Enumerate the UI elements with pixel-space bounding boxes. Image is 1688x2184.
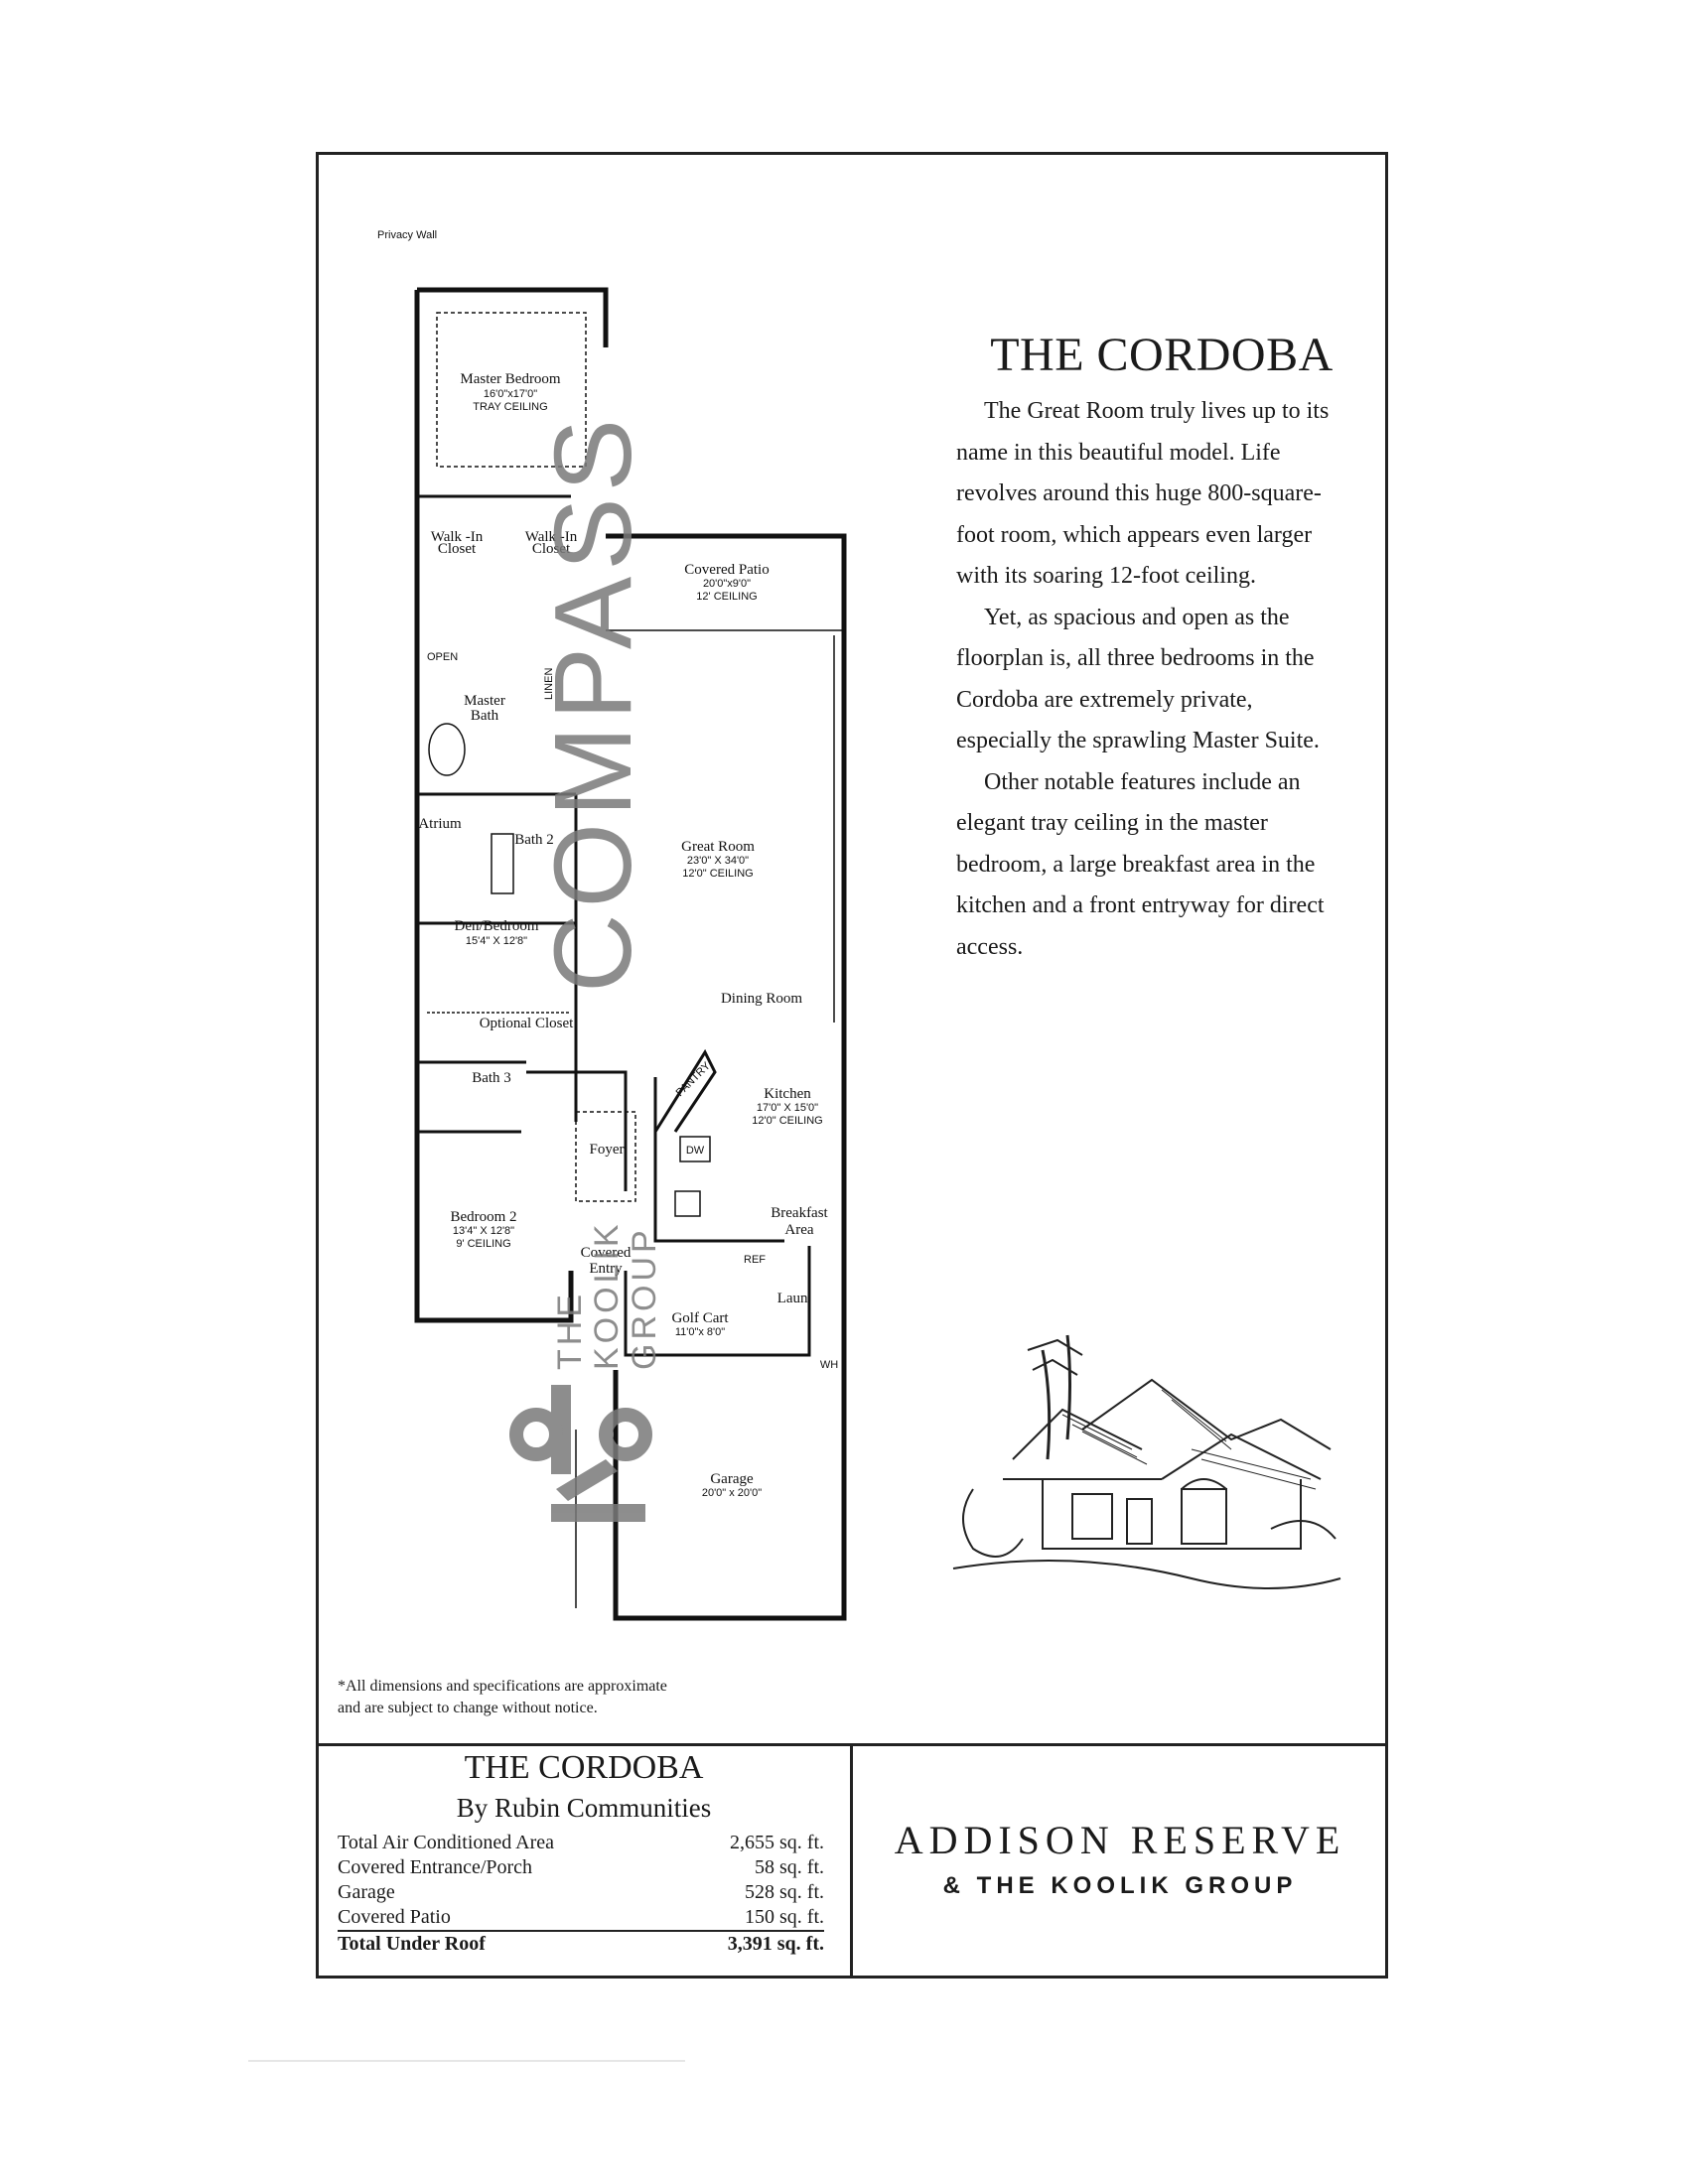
kitchen-label: Kitchen [764, 1086, 811, 1102]
covered-patio-dims: 20'0"x9'0" [703, 578, 751, 590]
spec-builder: By Rubin Communities [456, 1793, 712, 1823]
bedroom-2-label: Bedroom 2 [450, 1209, 516, 1225]
bath-3-label: Bath 3 [472, 1070, 511, 1086]
spec-label: Garage [338, 1881, 395, 1903]
great-room-dims: 23'0" X 34'0" [687, 855, 749, 867]
refrigerator-label: REF [744, 1254, 766, 1266]
spec-row: Covered Patio 150 sq. ft. [338, 1905, 824, 1931]
master-bedroom-dims: 16'0"x17'0" [484, 388, 537, 400]
floorplan-drawing: Privacy Wall Master Bedroom 16'0"x17'0" … [377, 229, 847, 1621]
band-divider [850, 1746, 853, 1979]
koolik-logo-mark [509, 1385, 652, 1522]
optional-closet-label: Optional Closet [480, 1016, 574, 1031]
house-elevation-sketch [952, 1334, 1341, 1589]
brand-subtitle: & THE KOOLIK GROUP [942, 1872, 1298, 1899]
spec-label: Covered Patio [338, 1906, 451, 1928]
walk-in-closet-left-label: Walk -In [431, 529, 484, 545]
foyer-label: Foyer [590, 1142, 625, 1158]
spec-value: 2,655 sq. ft. [730, 1832, 824, 1853]
spec-total-label: Total Under Roof [338, 1930, 674, 1957]
water-heater-label: WH [820, 1359, 838, 1371]
open-label: OPEN [427, 651, 458, 663]
spec-title: THE CORDOBA [464, 1749, 704, 1786]
pantry-label: PANTRY [674, 1059, 714, 1099]
den-bedroom-dims: 15'4" X 12'8" [466, 935, 527, 947]
spec-row: Garage 528 sq. ft. [338, 1880, 824, 1905]
walk-in-closet-right-sub: Closet [532, 541, 571, 557]
master-bedroom-ceiling: TRAY CEILING [473, 401, 547, 413]
garage-dims: 20'0" x 20'0" [702, 1487, 762, 1499]
breakfast-area-label: Breakfast [771, 1205, 828, 1221]
garage-label: Garage [710, 1471, 754, 1487]
master-bath-label: Master [464, 693, 505, 709]
den-bedroom-label: Den/Bedroom [455, 918, 539, 934]
kitchen-ceiling: 12'0" CEILING [752, 1115, 822, 1127]
spec-value: 58 sq. ft. [755, 1856, 824, 1878]
covered-patio-ceiling: 12' CEILING [696, 591, 757, 603]
spec-band [316, 1743, 1388, 1979]
spec-label: Covered Entrance/Porch [338, 1856, 533, 1878]
golf-cart-label: Golf Cart [671, 1310, 729, 1326]
golf-cart-dims: 11'0"x 8'0" [675, 1326, 725, 1338]
bath-2-label: Bath 2 [514, 832, 554, 848]
covered-entry-label: Covered [581, 1245, 632, 1261]
privacy-wall-label: Privacy Wall [377, 229, 437, 241]
koolik-watermark-line-3: GROUP [626, 1226, 663, 1370]
great-room-label: Great Room [681, 839, 755, 855]
description-paragraph: Other notable features include an elegan… [956, 768, 1325, 960]
covered-patio-label: Covered Patio [684, 562, 769, 578]
spec-row: Covered Entrance/Porch 58 sq. ft. [338, 1855, 824, 1880]
spec-total-row: Total Under Roof 3,391 sq. ft. [338, 1930, 824, 1957]
spec-label: Total Air Conditioned Area [338, 1832, 555, 1853]
spec-row: Total Air Conditioned Area 2,655 sq. ft. [338, 1831, 824, 1855]
great-room-ceiling: 12'0" CEILING [682, 868, 753, 880]
spec-table: Total Air Conditioned Area 2,655 sq. ft.… [338, 1831, 824, 1957]
brand-name: ADDISON RESERVE [894, 1818, 1346, 1862]
master-bedroom-label: Master Bedroom [460, 371, 561, 387]
laundry-label: Laun. [777, 1291, 812, 1306]
master-bath-sub: Bath [471, 708, 499, 724]
koolik-watermark-line-2: KOOLIK [588, 1220, 626, 1370]
bedroom-2-dims: 13'4" X 12'8" [453, 1225, 514, 1237]
spec-value: 150 sq. ft. [745, 1906, 824, 1928]
model-title: THE CORDOBA [990, 329, 1334, 381]
model-description: The Great Room truly lives up to its nam… [956, 391, 1343, 968]
dishwasher-label: DW [686, 1145, 705, 1157]
spec-value: 528 sq. ft. [745, 1881, 824, 1903]
breakfast-area-sub: Area [784, 1222, 813, 1238]
dining-room-label: Dining Room [721, 991, 802, 1007]
compass-watermark: COMPASS [532, 413, 654, 993]
disclaimer: *All dimensions and specifications are a… [338, 1676, 755, 1719]
linen-label: LINEN [543, 668, 555, 700]
disclaimer-line: and are subject to change without notice… [338, 1700, 598, 1716]
atrium-label: Atrium [418, 816, 462, 832]
spec-total-value: 3,391 sq. ft. [673, 1930, 824, 1957]
covered-entry-sub: Entry [589, 1261, 623, 1277]
description-paragraph: Yet, as spacious and open as the floorpl… [956, 604, 1320, 754]
walk-in-closet-left-sub: Closet [438, 541, 477, 557]
footer-rule [248, 2060, 685, 2062]
koolik-watermark-line-1: THE [551, 1291, 589, 1370]
walk-in-closet-right-label: Walk -In [525, 529, 578, 545]
kitchen-dims: 17'0" X 15'0" [757, 1102, 818, 1114]
bedroom-2-ceiling: 9' CEILING [456, 1238, 510, 1250]
disclaimer-line: *All dimensions and specifications are a… [338, 1678, 667, 1695]
description-paragraph: The Great Room truly lives up to its nam… [956, 398, 1330, 589]
